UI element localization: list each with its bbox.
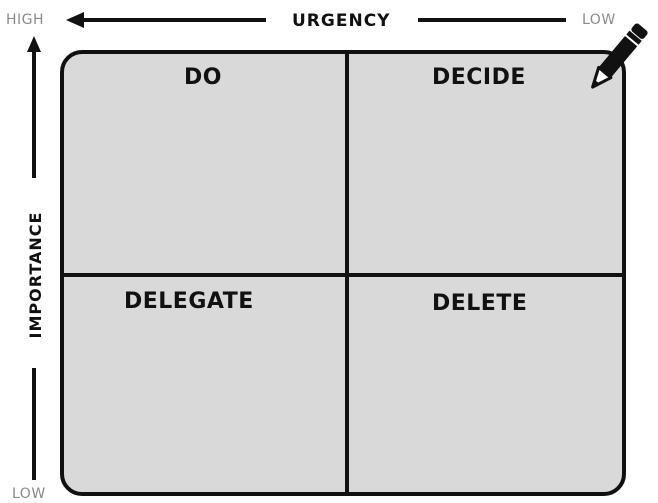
eisenhower-matrix: DO DECIDE DELEGATE DELETE [60, 50, 626, 496]
quadrant-delegate-label: DELEGATE [124, 289, 254, 314]
pencil-icon [591, 23, 648, 89]
urgency-axis-line-right [418, 18, 566, 22]
urgency-high-label: HIGH [6, 12, 45, 28]
quadrant-decide-label: DECIDE [432, 65, 526, 90]
importance-axis-title: IMPORTANCE [26, 211, 45, 339]
urgency-axis-title: URGENCY [292, 11, 391, 31]
urgency-axis-line-left [84, 18, 266, 22]
importance-low-label: LOW [12, 486, 46, 502]
quadrant-do-label: DO [184, 65, 222, 90]
arrow-left-icon [66, 12, 84, 28]
quadrant-delete-label: DELETE [432, 291, 528, 316]
importance-axis-line-bottom [32, 368, 36, 480]
importance-axis-line-top [32, 50, 36, 178]
urgency-low-label: LOW [582, 12, 616, 28]
arrow-up-icon [27, 36, 41, 52]
matrix-horizontal-divider [64, 273, 622, 277]
